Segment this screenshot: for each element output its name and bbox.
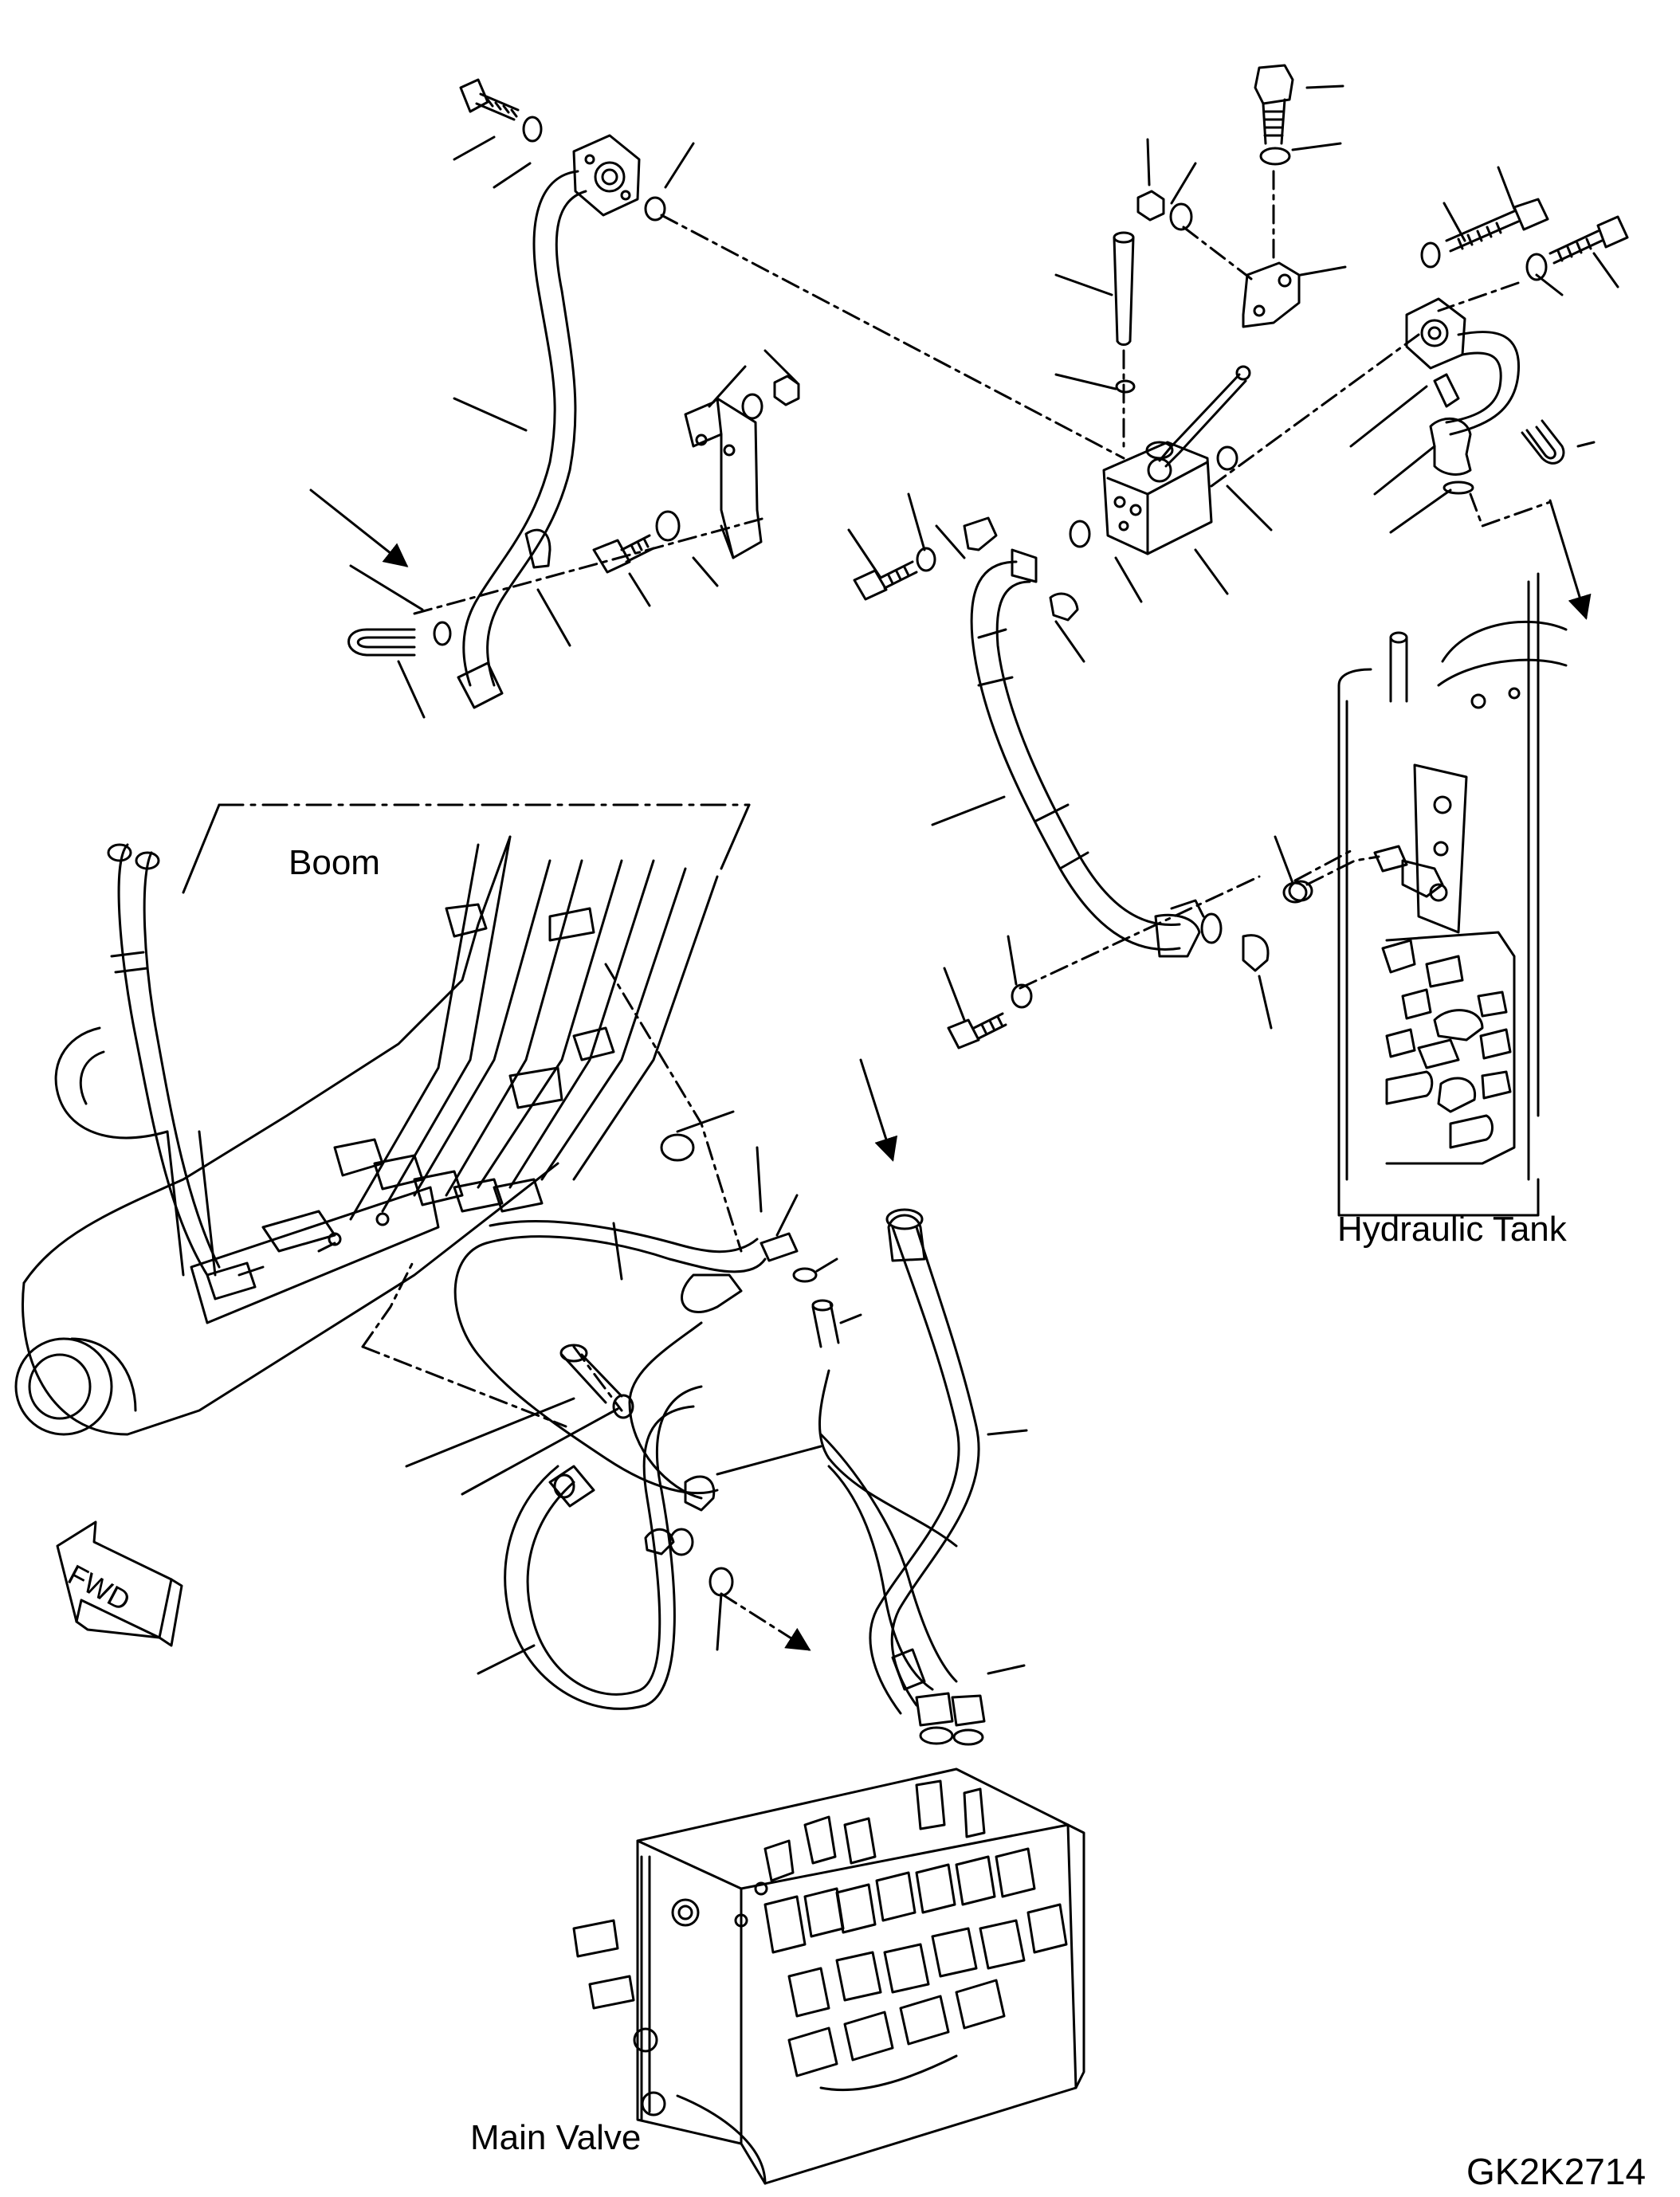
main-valve (572, 1767, 1085, 2185)
clamp-icon (1049, 592, 1079, 622)
washer-icon (741, 393, 763, 420)
long-hose-inner (890, 1226, 980, 1707)
bracket-icon (1242, 261, 1301, 328)
washer-icon (1259, 147, 1291, 166)
upper-left-tube-assembly (309, 78, 1125, 719)
bolt-icon (1445, 198, 1549, 253)
boom-hoses-assembly (361, 963, 1028, 1746)
long-bolt-icon (1113, 231, 1135, 346)
o-ring-icon (1216, 445, 1238, 471)
o-ring-icon (660, 1133, 695, 1162)
fwd-arrow-icon (56, 1520, 183, 1647)
clamp-icon (1433, 373, 1460, 408)
clamp-icon (524, 528, 551, 569)
bolt-icon (559, 1344, 623, 1404)
hose-loop-outer (453, 1235, 767, 1495)
bolt-icon (811, 1299, 840, 1348)
bolt-icon (947, 1012, 1007, 1049)
washer-icon (1525, 253, 1548, 281)
hydraulic-tank-label: Hydraulic Tank (1337, 1210, 1567, 1249)
middle-hose-assembly (847, 492, 1356, 1049)
bolt-icon (853, 560, 918, 601)
hydraulic-tank (1288, 572, 1568, 1217)
o-ring-icon (1443, 481, 1474, 495)
boom-label: Boom (289, 843, 380, 882)
washer-icon (612, 1394, 634, 1419)
bolt-icon (1549, 215, 1629, 265)
bolt-icon (1254, 64, 1294, 145)
drawing-code: GK2K2714 (1466, 2151, 1647, 2192)
u-bolt-icon (347, 628, 416, 657)
hose-inner (995, 580, 1181, 927)
nut-icon (773, 375, 800, 406)
o-ring-icon (644, 196, 666, 222)
bolt-icon (459, 78, 520, 121)
o-ring-icon (433, 621, 452, 646)
flange-icon (1405, 297, 1466, 370)
main-valve-label: Main Valve (470, 2118, 642, 2157)
o-ring-icon (709, 1567, 734, 1597)
hose-loop-inner (489, 1220, 759, 1253)
washer-icon (1420, 241, 1441, 269)
washer-icon (522, 116, 543, 143)
washer-icon (655, 510, 681, 542)
clamp-icon (1242, 934, 1270, 972)
bolt-icon (592, 534, 655, 574)
hose-outer (970, 560, 1181, 951)
clamp-icon (963, 516, 998, 551)
valve-block-assembly (1054, 64, 1420, 595)
clamp-icon (684, 1475, 716, 1512)
washer-icon (1011, 983, 1033, 1009)
washer-icon (1169, 202, 1193, 231)
washer-icon (1115, 379, 1136, 394)
flange-icon (572, 134, 641, 217)
right-upper-tube-assembly (1349, 166, 1629, 620)
elbow-fitting (1429, 417, 1472, 476)
o-ring-icon (1069, 520, 1091, 548)
washer-icon (916, 547, 936, 572)
nut-icon (1136, 190, 1165, 222)
tube-inner (486, 190, 587, 687)
u-bolt-icon (1521, 419, 1565, 465)
valve-block (1102, 441, 1213, 555)
boom-assembly (14, 803, 751, 1436)
tube-outer (462, 170, 579, 687)
long-hose-outer (869, 1226, 960, 1715)
bracket-icon (684, 397, 763, 559)
